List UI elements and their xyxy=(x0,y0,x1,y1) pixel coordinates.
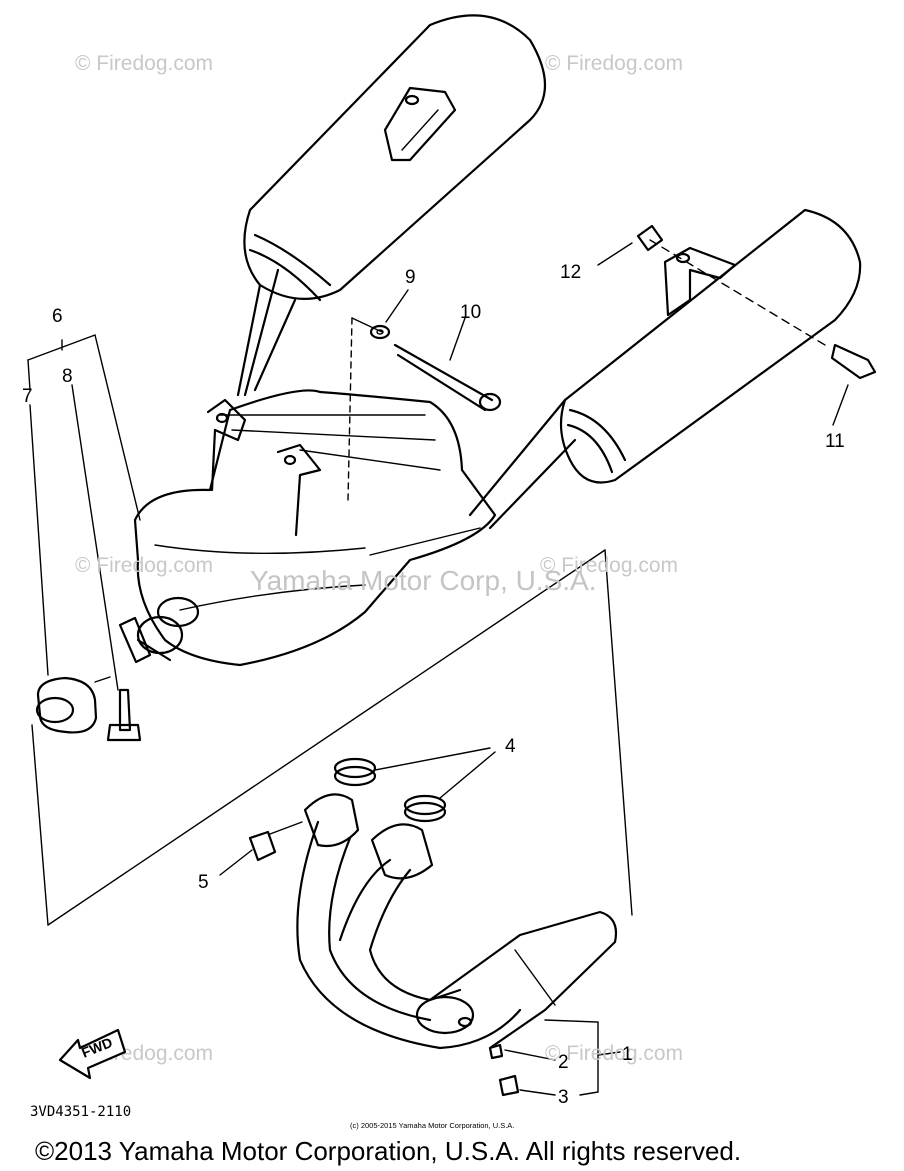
watermark-center: Yamaha Motor Corp, U.S.A. xyxy=(250,565,597,596)
watermark-top-left: © Firedog.com xyxy=(75,52,213,75)
small-copyright: (c) 2005-2015 Yamaha Motor Corporation, … xyxy=(350,1121,514,1130)
callout-9: 9 xyxy=(405,267,416,288)
footer-copyright: ©2013 Yamaha Motor Corporation, U.S.A. A… xyxy=(35,1136,741,1166)
callout-10: 10 xyxy=(460,302,481,323)
callout-2: 2 xyxy=(558,1052,569,1073)
forward-direction-arrow: FWD xyxy=(58,1028,127,1080)
callout-11: 11 xyxy=(825,431,845,452)
header-pipe-drawing xyxy=(296,793,618,1050)
diagram-code: 3VD4351-2110 xyxy=(30,1104,131,1120)
watermark-mid-right: © Firedog.com xyxy=(540,554,678,577)
callout-1: 1 xyxy=(622,1044,633,1065)
upper-muffler-drawing xyxy=(236,14,547,397)
exhaust-chamber-drawing xyxy=(118,317,497,667)
watermark-bottom-right: © Firedog.com xyxy=(545,1042,683,1065)
callout-4: 4 xyxy=(505,736,516,757)
callout-8: 8 xyxy=(62,366,73,387)
callout-6: 6 xyxy=(52,306,63,327)
leader-lines xyxy=(27,239,849,1096)
watermark-top-right: © Firedog.com xyxy=(545,52,683,75)
callout-12: 12 xyxy=(560,262,581,283)
watermark-mid-left: © Firedog.com xyxy=(75,554,213,577)
lower-muffler-drawing xyxy=(468,208,862,530)
callout-7: 7 xyxy=(22,386,33,407)
callout-5: 5 xyxy=(198,872,209,893)
callout-3: 3 xyxy=(558,1087,569,1108)
small-parts-drawing xyxy=(35,224,877,1097)
